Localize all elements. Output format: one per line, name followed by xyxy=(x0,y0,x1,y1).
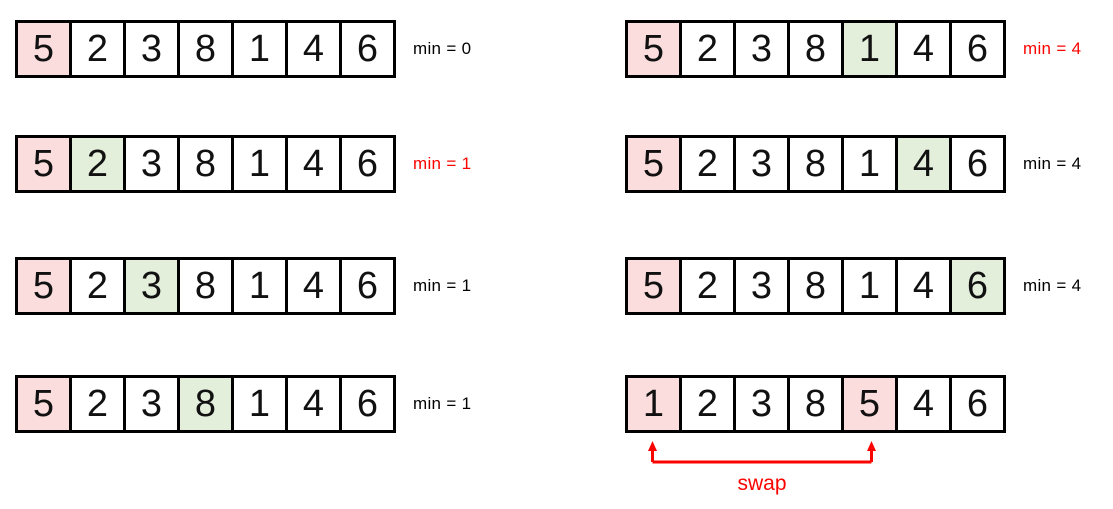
array-cell: 6 xyxy=(339,135,396,193)
array-cell: 3 xyxy=(123,20,180,78)
array-cell: 8 xyxy=(177,257,234,315)
array-cell: 3 xyxy=(733,257,790,315)
min-label: min = 1 xyxy=(413,154,472,173)
array-cell: 2 xyxy=(679,257,736,315)
array-cell: 8 xyxy=(787,135,844,193)
array-cell: 1 xyxy=(841,135,898,193)
array-cell: 3 xyxy=(123,375,180,433)
min-label: min = 0 xyxy=(413,39,472,58)
array-cell: 1 xyxy=(231,375,288,433)
array-cell: 4 xyxy=(895,375,952,433)
array-cell: 1 xyxy=(625,375,682,433)
array-cell: 5 xyxy=(625,257,682,315)
array-cell: 8 xyxy=(177,375,234,433)
array-cell: 8 xyxy=(177,20,234,78)
array-cell: 2 xyxy=(69,375,126,433)
array-cell: 4 xyxy=(285,257,342,315)
array-cell: 4 xyxy=(285,20,342,78)
array-cell: 3 xyxy=(123,257,180,315)
array-cell: 5 xyxy=(15,135,72,193)
array-cell: 6 xyxy=(339,257,396,315)
array-cell: 1 xyxy=(231,257,288,315)
swap-arrow-icon xyxy=(648,441,876,464)
array-cell: 4 xyxy=(895,257,952,315)
array-cell: 6 xyxy=(339,20,396,78)
array-cell: 5 xyxy=(625,20,682,78)
min-label: min = 4 xyxy=(1023,154,1082,173)
array-cell: 2 xyxy=(69,135,126,193)
array-cell: 8 xyxy=(787,257,844,315)
array-cell: 6 xyxy=(339,375,396,433)
array-cell: 6 xyxy=(949,20,1006,78)
array-cell: 4 xyxy=(285,135,342,193)
array-cell: 1 xyxy=(841,257,898,315)
array-cell: 3 xyxy=(123,135,180,193)
array-cell: 5 xyxy=(841,375,898,433)
array-cell: 2 xyxy=(69,20,126,78)
array-cell: 2 xyxy=(679,20,736,78)
array-cell: 5 xyxy=(625,135,682,193)
array-cell: 6 xyxy=(949,135,1006,193)
array-cell: 3 xyxy=(733,20,790,78)
array-cell: 2 xyxy=(679,375,736,433)
array-cell: 3 xyxy=(733,375,790,433)
array-cell: 4 xyxy=(895,135,952,193)
array-cell: 2 xyxy=(679,135,736,193)
min-label: min = 1 xyxy=(413,276,472,295)
array-cell: 5 xyxy=(15,20,72,78)
array-cell: 4 xyxy=(895,20,952,78)
array-cell: 5 xyxy=(15,375,72,433)
array-cell: 1 xyxy=(231,20,288,78)
array-cell: 2 xyxy=(69,257,126,315)
min-label: min = 4 xyxy=(1023,276,1082,295)
array-cell: 6 xyxy=(949,257,1006,315)
array-cell: 1 xyxy=(231,135,288,193)
min-label: min = 4 xyxy=(1023,39,1082,58)
array-cell: 8 xyxy=(787,375,844,433)
array-cell: 6 xyxy=(949,375,1006,433)
min-label: min = 1 xyxy=(413,394,472,413)
swap-annotation: swap xyxy=(648,441,876,496)
array-cell: 1 xyxy=(841,20,898,78)
array-cell: 3 xyxy=(733,135,790,193)
array-cell: 4 xyxy=(285,375,342,433)
array-cell: 8 xyxy=(177,135,234,193)
swap-label: swap xyxy=(737,472,787,495)
array-cell: 5 xyxy=(15,257,72,315)
array-cell: 8 xyxy=(787,20,844,78)
